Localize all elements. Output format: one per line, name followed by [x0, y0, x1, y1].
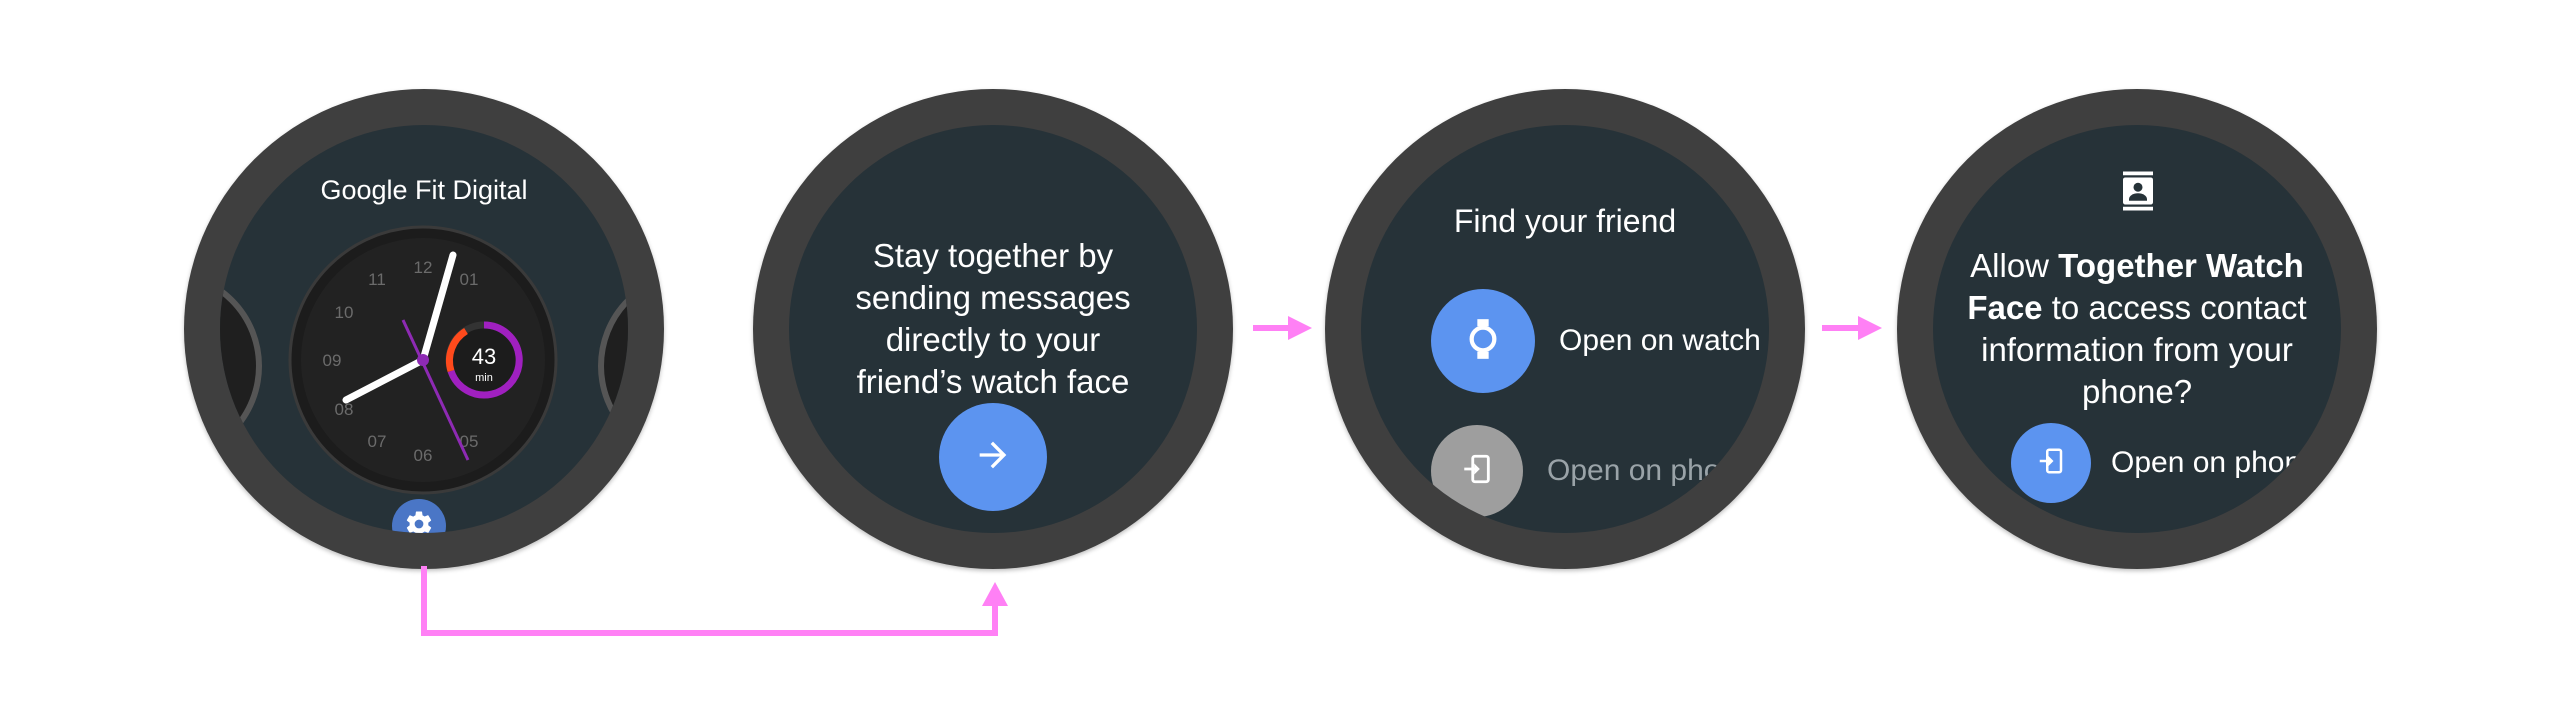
- gear-icon: [404, 509, 434, 533]
- dial-number-06: 06: [414, 446, 433, 465]
- permission-line-1: Allow Together Watch: [1933, 245, 2341, 287]
- watch-face-title: Google Fit Digital: [320, 175, 528, 205]
- flow-arrow-3-to-4: [1822, 316, 1882, 340]
- complication-value: 43: [472, 344, 496, 369]
- allow-prefix: Allow: [1970, 247, 2059, 284]
- dial-number-07: 07: [368, 432, 387, 451]
- watch-face-preview[interactable]: 12 01 11 10 09 08 07 06 05 4: [288, 225, 558, 495]
- dial-number-10: 10: [335, 303, 354, 322]
- watch-face-picker: Google Fit Digital 12 01 11 10 09 08 07 …: [184, 89, 664, 569]
- dial-number-05: 05: [460, 432, 479, 451]
- watch-icon: [1466, 317, 1500, 366]
- watch-screen: Stay together by sending messages direct…: [789, 125, 1197, 533]
- intro-line-4: friend’s watch face: [856, 363, 1130, 400]
- dial-number-08: 08: [335, 400, 354, 419]
- app-name-part-2: Face: [1967, 289, 2043, 326]
- next-face-preview[interactable]: [598, 270, 628, 462]
- contact-card-icon: [2120, 171, 2156, 216]
- flow-arrow-1-to-2: [421, 566, 1008, 636]
- arrow-right-icon: [973, 435, 1013, 480]
- permission-open-on-phone-option[interactable]: Open on phone: [2011, 423, 2318, 503]
- dial-number-09: 09: [323, 351, 342, 370]
- permission-watch: Allow Together Watch Face to access cont…: [1897, 89, 2377, 569]
- open-on-watch-label: Open on watch: [1559, 324, 1761, 357]
- permission-line-2: Face to access contact: [1933, 287, 2341, 329]
- permission-message: Allow Together Watch Face to access cont…: [1933, 245, 2341, 413]
- open-on-phone-label: Open on phone: [1547, 454, 1754, 487]
- open-in-phone-icon: [2036, 446, 2066, 481]
- open-on-phone-button[interactable]: [1431, 425, 1523, 517]
- dial-number-12: 12: [414, 258, 433, 277]
- settings-button[interactable]: [392, 499, 446, 533]
- dial-number-01: 01: [460, 270, 479, 289]
- permission-open-on-phone-label: Open on phone: [2111, 446, 2318, 479]
- permission-open-on-phone-button[interactable]: [2011, 423, 2091, 503]
- intro-message: Stay together by sending messages direct…: [789, 235, 1197, 403]
- next-button[interactable]: [939, 403, 1047, 511]
- find-friend-title: Find your friend: [1453, 203, 1677, 239]
- dial-number-11: 11: [368, 270, 386, 289]
- permission-line-4: phone?: [2081, 373, 2193, 410]
- flow-arrow-2-to-3: [1253, 316, 1312, 340]
- find-friend-watch: Find your friend Open on watch: [1325, 89, 1805, 569]
- prev-face-preview[interactable]: [220, 270, 262, 462]
- open-in-phone-icon: [1460, 452, 1494, 491]
- intro-line-2: sending messages: [855, 279, 1131, 316]
- intro-line-3: directly to your: [885, 321, 1101, 358]
- open-on-watch-option[interactable]: Open on watch: [1431, 289, 1761, 393]
- open-on-watch-button[interactable]: [1431, 289, 1535, 393]
- intro-line-1: Stay together by: [872, 237, 1114, 274]
- permission-line-3: information from your: [1981, 331, 2293, 368]
- watch-screen: Google Fit Digital 12 01 11 10 09 08 07 …: [220, 125, 628, 533]
- complication-unit: min: [475, 372, 493, 384]
- open-on-phone-option[interactable]: Open on phone: [1431, 425, 1754, 517]
- app-name-part-1: Together Watch: [2058, 247, 2304, 284]
- watch-screen: Allow Together Watch Face to access cont…: [1933, 125, 2341, 533]
- watch-screen: Find your friend Open on watch: [1361, 125, 1769, 533]
- intro-watch: Stay together by sending messages direct…: [753, 89, 1233, 569]
- access-contact-text: to access contact: [2042, 289, 2307, 326]
